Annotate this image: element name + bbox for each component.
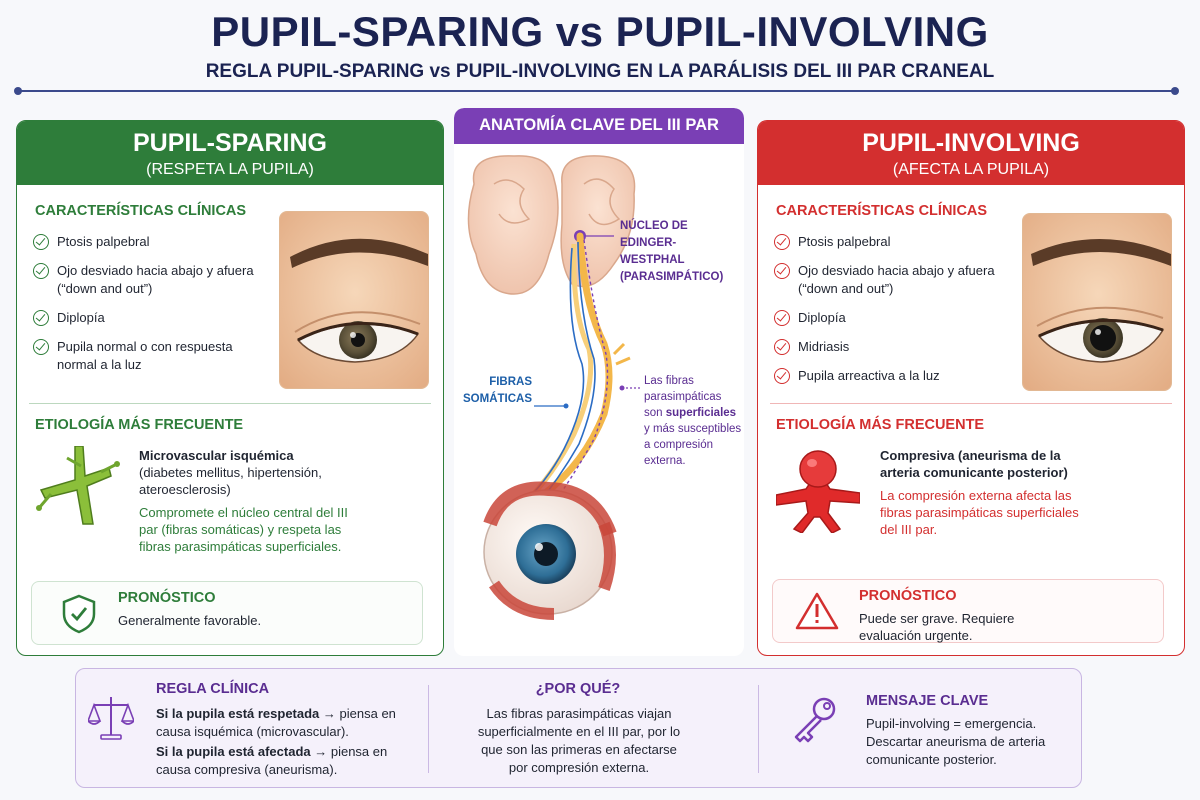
prognosis-text: Generalmente favorable. [118,613,262,628]
page-title: PUPIL-SPARING vs PUPIL-INVOLVING [211,8,989,55]
prognosis-title: PRONÓSTICO [118,590,216,606]
aneurysm-icon [775,443,861,538]
involving-prognosis-box: PRONÓSTICO Puede ser grave. Requiere eva… [772,579,1164,643]
pupil-involving-title: PUPIL-INVOLVING [862,129,1080,157]
check-icon [774,339,790,355]
key-message-title: MENSAJE CLAVE [866,693,989,709]
check-icon [774,263,790,279]
title-divider [14,87,1179,95]
rule-1-text: piensa en causa isquémica (microvascular… [156,706,396,739]
list-item: Ptosis palpebral [774,233,1014,251]
pupil-involving-subtitle: (AFECTA LA PUPILA) [892,161,1050,178]
rule-title: REGLA CLÍNICA [156,681,270,697]
why-title: ¿POR QUÉ? [535,681,621,697]
rule-1-bold: Si la pupila está respetada → [156,706,336,721]
list-item: Pupila arreactiva a la luz [774,367,1014,385]
feature-text: Diplopía [798,310,846,325]
pupil-sparing-header: PUPIL-SPARING (RESPETA LA PUPILA) [17,121,443,185]
list-item: Pupila normal o con respuesta normal a l… [33,338,273,374]
feature-text: Ojo desviado hacia abajo y afuera (“down… [57,263,254,296]
list-item: Ojo desviado hacia abajo y afuera (“down… [33,262,273,298]
prognosis-text: Puede ser grave. Requiere evaluación urg… [859,611,1015,643]
involving-etiology-text: Compresiva (aneurisma de la arteria comu… [880,447,1090,538]
anatomy-panel: ANATOMÍA CLAVE DEL III PAR [454,108,744,656]
parasympathetic-note: Las fibras parasimpáticas son superficia… [644,373,742,469]
feature-text: Midriasis [798,339,850,354]
pupil-sparing-card: PUPIL-SPARING (RESPETA LA PUPILA) CARACT… [16,120,444,656]
section-divider [29,403,431,404]
check-icon [774,368,790,384]
prognosis-title: PRONÓSTICO [859,588,957,604]
note-bold: superficiales [665,407,737,419]
feature-text: Pupila normal o con respuesta normal a l… [57,339,233,372]
list-item: Ojo desviado hacia abajo y afuera (“down… [774,262,1014,298]
etiology-note: Compromete el núcleo central del III par… [139,505,348,554]
key-message-text: Pupil-involving = emergencia. Descartar … [866,716,1046,767]
section-divider [770,403,1172,404]
involving-features-list: Ptosis palpebral Ojo desviado hacia abaj… [774,233,1014,396]
rule-2-bold: Si la pupila está afectada → [156,744,328,759]
pupil-involving-card: PUPIL-INVOLVING (AFECTA LA PUPILA) CARAC… [757,120,1185,656]
page-subtitle: REGLA PUPIL-SPARING vs PUPIL-INVOLVING E… [205,61,995,82]
rule-1: Si la pupila está respetada → piensa en … [156,705,404,741]
list-item: Ptosis palpebral [33,233,273,251]
rule-2: Si la pupila está afectada → piensa en c… [156,743,404,779]
edinger-westphal-label: NÚCLEO DE EDINGER-WESTPHAL (PARASIMPÁTIC… [620,220,724,283]
dilated-pupil-eye-illustration [1022,213,1172,391]
note-pre: Las fibras parasimpáticas son [644,375,722,419]
involving-features-title: CARACTERÍSTICAS CLÍNICAS [776,203,988,219]
key-icon [790,695,840,750]
list-item: Diplopía [774,309,1014,327]
sparing-etiology-text: Microvascular isquémica (diabetes mellit… [139,447,354,555]
summary-bar: REGLA CLÍNICA Si la pupila está respetad… [75,668,1082,788]
check-icon [33,310,49,326]
feature-text: Diplopía [57,310,105,325]
list-item: Midriasis [774,338,1014,356]
sparing-prognosis-box: PRONÓSTICO Generalmente favorable. [31,581,423,645]
scale-icon [86,693,136,746]
note-post: y más susceptibles a compresión externa. [644,423,742,467]
rule-2-text: piensa en causa compresiva (aneurisma). [156,744,388,777]
section-separator [758,685,759,773]
sparing-features-list: Ptosis palpebral Ojo desviado hacia abaj… [33,233,273,385]
check-icon [33,234,49,250]
feature-text: Ojo desviado hacia abajo y afuera (“down… [798,263,995,296]
normal-eye-illustration [279,211,429,389]
sparing-features-title: CARACTERÍSTICAS CLÍNICAS [35,203,247,219]
oculomotor-nerve-illustration [467,155,640,620]
feature-text: Ptosis palpebral [57,234,150,249]
check-icon [33,263,49,279]
list-item: Diplopía [33,309,273,327]
check-icon [774,310,790,326]
check-icon [33,339,49,355]
shield-check-icon [62,594,96,639]
sparing-etiology-title: ETIOLOGÍA MÁS FRECUENTE [35,417,244,433]
etiology-main: Microvascular isquémica [139,448,294,463]
warning-icon [795,592,839,635]
somatic-fibers-label: FIBRAS SOMÁTICAS [463,376,532,405]
feature-text: Ptosis palpebral [798,234,891,249]
microvascular-vessel-icon [31,445,121,531]
section-separator [428,685,429,773]
pupil-sparing-subtitle: (RESPETA LA PUPILA) [146,161,314,178]
etiology-note: La compresión externa afecta las fibras … [880,488,1079,537]
involving-etiology-title: ETIOLOGÍA MÁS FRECUENTE [776,417,985,433]
pupil-involving-header: PUPIL-INVOLVING (AFECTA LA PUPILA) [758,121,1184,185]
etiology-main: Compresiva (aneurisma de la arteria comu… [880,448,1068,480]
why-text: Las fibras parasimpáticas viajan superfi… [477,706,681,775]
pupil-sparing-title: PUPIL-SPARING [133,129,327,157]
etiology-detail: (diabetes mellitus, hipertensión, ateroe… [139,465,322,497]
feature-text: Pupila arreactiva a la luz [798,368,940,383]
anatomy-title: ANATOMÍA CLAVE DEL III PAR [454,108,744,144]
check-icon [774,234,790,250]
